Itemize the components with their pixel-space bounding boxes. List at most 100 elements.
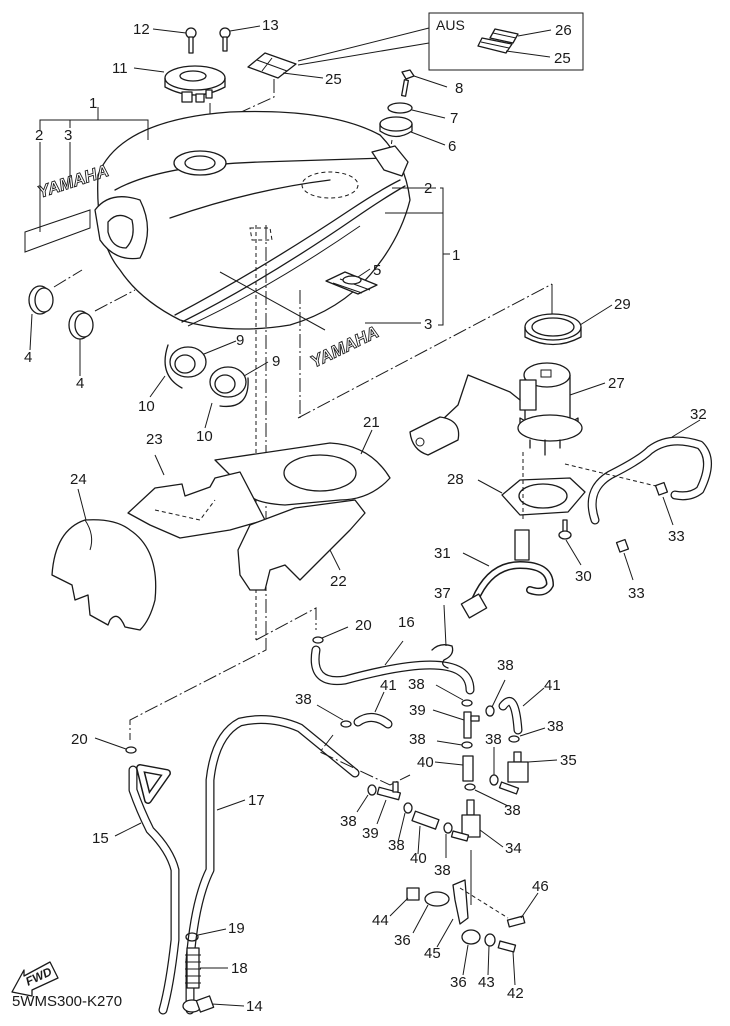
callout-21: 21 — [363, 414, 380, 431]
part-10-band-b — [219, 377, 249, 408]
part-34-fuel-cock — [450, 799, 481, 842]
part-31-pipe — [460, 529, 554, 619]
part-22-insulator — [237, 499, 366, 591]
callout-38-i: 38 — [388, 837, 405, 854]
callout-25-aus: 25 — [554, 50, 571, 67]
callout-38-g: 38 — [504, 802, 521, 819]
callout-38-j: 38 — [434, 862, 451, 879]
callout-38-e: 38 — [409, 731, 426, 748]
callout-38-h: 38 — [340, 813, 357, 830]
callout-32: 32 — [690, 406, 707, 423]
part-9-damper-b — [209, 366, 247, 398]
part-5-rubber-pad — [325, 271, 378, 295]
part-25-decal-aus — [477, 37, 513, 54]
part-12-bolt — [185, 27, 197, 54]
part-28-gasket-plate — [501, 477, 586, 516]
callout-38-a: 38 — [295, 691, 312, 708]
callout-39-a: 39 — [409, 702, 426, 719]
callout-3-right: 3 — [424, 316, 432, 333]
callout-labels: 12 13 11 25 26 25 8 7 6 1 2 3 2 1 5 3 4 … — [24, 17, 707, 1015]
callout-40-a: 40 — [417, 754, 434, 771]
part-20-clip-b — [125, 746, 137, 754]
callout-8: 8 — [455, 80, 463, 97]
callout-10-a: 10 — [138, 398, 155, 415]
part-13-bolt — [219, 27, 231, 52]
callout-25: 25 — [325, 71, 342, 88]
callout-26: 26 — [555, 22, 572, 39]
callout-15: 15 — [92, 830, 109, 847]
callout-6: 6 — [448, 138, 456, 155]
part-9-damper-a — [169, 346, 207, 378]
part-33-clip-b — [615, 538, 630, 553]
fuel-level-float — [409, 416, 460, 456]
callout-35: 35 — [560, 752, 577, 769]
part-36-clamp-b — [461, 929, 481, 945]
callout-1-right: 1 — [452, 247, 460, 264]
callout-24: 24 — [70, 471, 87, 488]
part-41-hose-b — [498, 697, 523, 735]
fwd-arrow-icon: FWD — [11, 961, 59, 997]
part-17-hose — [185, 715, 360, 1015]
callout-43: 43 — [478, 974, 495, 991]
part-7-washer — [387, 102, 413, 114]
callout-19: 19 — [228, 920, 245, 937]
callout-20-b: 20 — [71, 731, 88, 748]
callout-4-a: 4 — [24, 349, 32, 366]
part-43-washer — [484, 933, 496, 947]
part-26-decal — [489, 28, 519, 44]
callout-37: 37 — [434, 585, 451, 602]
part-37-clip — [431, 644, 454, 669]
callout-10-b: 10 — [196, 428, 213, 445]
part-30-bolt — [558, 519, 572, 540]
part-27-fuel-pump — [409, 362, 583, 456]
callout-2-left: 2 — [35, 127, 43, 144]
callout-36-b: 36 — [450, 974, 467, 991]
aus-label: AUS — [436, 17, 465, 33]
callout-5: 5 — [373, 262, 381, 279]
callout-20-a: 20 — [355, 617, 372, 634]
part-40-pipe-b — [411, 810, 440, 830]
callout-44: 44 — [372, 912, 389, 929]
callout-29: 29 — [614, 296, 631, 313]
part-10-band-a — [164, 344, 183, 389]
part-8-bolt — [400, 69, 415, 97]
part-41-hose-a — [353, 713, 393, 729]
callout-22: 22 — [330, 573, 347, 590]
callout-12: 12 — [133, 21, 150, 38]
part-6-damper — [379, 116, 413, 138]
part-14-holder — [182, 995, 215, 1013]
callout-38-c: 38 — [497, 657, 514, 674]
fuel-tank: YAMAHA — [24, 110, 411, 330]
callout-31: 31 — [434, 545, 451, 562]
callout-34: 34 — [505, 840, 522, 857]
callout-38-f: 38 — [485, 731, 502, 748]
part-42-bolt — [497, 940, 517, 953]
part-35-fuel-filter — [498, 751, 529, 795]
callout-38-b: 38 — [408, 676, 425, 693]
callout-17: 17 — [248, 792, 265, 809]
callout-40-b: 40 — [410, 850, 427, 867]
callout-33-b: 33 — [628, 585, 645, 602]
callout-3-left: 3 — [64, 127, 72, 144]
part-24-insulator — [51, 519, 157, 631]
diagram-code: 5WMS300-K270 — [12, 993, 122, 1010]
aus-inset-box: AUS — [297, 12, 584, 71]
callout-11: 11 — [112, 60, 128, 77]
callout-41-a: 41 — [380, 677, 397, 694]
part-46-bolt — [506, 915, 526, 928]
part-32-hose — [587, 436, 712, 525]
callout-36-a: 36 — [394, 932, 411, 949]
callout-13: 13 — [262, 17, 279, 34]
part-44-clamp — [406, 887, 420, 901]
part-19-clip — [185, 932, 199, 942]
part-18-drain-spring — [185, 947, 201, 989]
part-45-bracket — [452, 879, 469, 925]
callout-39-b: 39 — [362, 825, 379, 842]
callout-7: 7 — [450, 110, 458, 127]
part-39-joint-a — [463, 711, 480, 739]
part-16-hose — [310, 645, 475, 695]
part-4-grommet-a — [28, 285, 54, 315]
part-33-clip-a — [654, 481, 669, 496]
part-11-fuel-cap — [164, 65, 226, 103]
part-15-hose — [128, 764, 180, 1015]
